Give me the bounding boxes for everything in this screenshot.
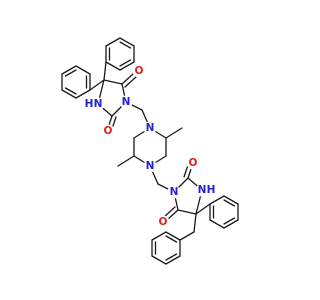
oxygen-atom-label: O (135, 65, 144, 77)
bond (177, 209, 197, 215)
bond (119, 37, 135, 47)
piperazine-nitrogen-label: N (146, 122, 155, 134)
bond (195, 203, 211, 215)
phenyl-ring-bottom-right (195, 195, 239, 229)
nh-nitrogen-atom-label: N (94, 98, 103, 110)
carbonyl-bond (183, 164, 189, 178)
bond (151, 231, 167, 241)
carbonyl-bond (166, 209, 179, 221)
phenyl-ring-top (105, 37, 135, 71)
bond (209, 219, 225, 229)
label-backdrop (205, 184, 217, 196)
bond (75, 89, 91, 99)
label-backdrop (143, 159, 157, 173)
bond (223, 195, 239, 205)
bond (209, 195, 225, 205)
oxygen-atom-label: O (189, 157, 198, 169)
double-bond-inner (165, 235, 178, 243)
bond (61, 89, 77, 99)
phenyl-ring-top-left (61, 65, 91, 99)
bond (105, 37, 121, 47)
label-backdrop (186, 156, 200, 170)
label-backdrop (101, 124, 115, 138)
nitrogen-atom-label: N (170, 186, 179, 198)
bond (193, 213, 197, 233)
carbonyl-bond (163, 206, 176, 218)
bond (61, 65, 77, 75)
label-backdrop (143, 121, 157, 135)
nh-nitrogen-atom-label: N (198, 184, 207, 196)
double-bond-inner (165, 253, 178, 261)
label-backdrop (167, 185, 181, 199)
bond (179, 231, 195, 241)
nitrogen-atom-label: N (122, 96, 131, 108)
label-backdrop (195, 183, 209, 197)
oxygen-atom-label: O (159, 216, 168, 228)
bond (151, 255, 167, 265)
bond (103, 61, 107, 81)
bond (89, 79, 105, 91)
atom-labels: O N H N O N N N O N H O (83, 64, 217, 229)
carbonyl-bond (124, 76, 137, 88)
label-backdrop (119, 95, 133, 109)
double-bond-inner (64, 87, 77, 95)
bond (223, 219, 239, 229)
carbonyl-bond (121, 73, 134, 85)
double-bond-inner (64, 69, 77, 77)
nh-hydrogen-atom-label: H (207, 184, 216, 196)
methyl-bond (117, 155, 135, 167)
label-backdrop (132, 64, 146, 78)
double-bond-inner (223, 199, 236, 207)
bond (165, 255, 181, 265)
bond (105, 61, 121, 71)
bond (165, 231, 181, 241)
bond (103, 79, 123, 85)
label-backdrop (91, 97, 105, 111)
structure-svg: O N H N O N N N O N H O (61, 37, 239, 265)
double-bond-inner (223, 217, 236, 225)
double-bond-inner (119, 59, 132, 67)
label-backdrop (156, 215, 170, 229)
nh-hydrogen-atom-label: H (85, 98, 94, 110)
piperazine-nitrogen-label: N (146, 160, 155, 172)
label-backdrop (83, 98, 95, 110)
methyl-bond (165, 127, 183, 139)
molecule-diagram: O N H N O N N N O N H O (61, 37, 239, 265)
bond (119, 61, 135, 71)
oxygen-atom-label: O (104, 125, 113, 137)
phenyl-ring-bottom (151, 213, 197, 265)
double-bond-inner (119, 41, 132, 49)
bond (75, 65, 91, 75)
